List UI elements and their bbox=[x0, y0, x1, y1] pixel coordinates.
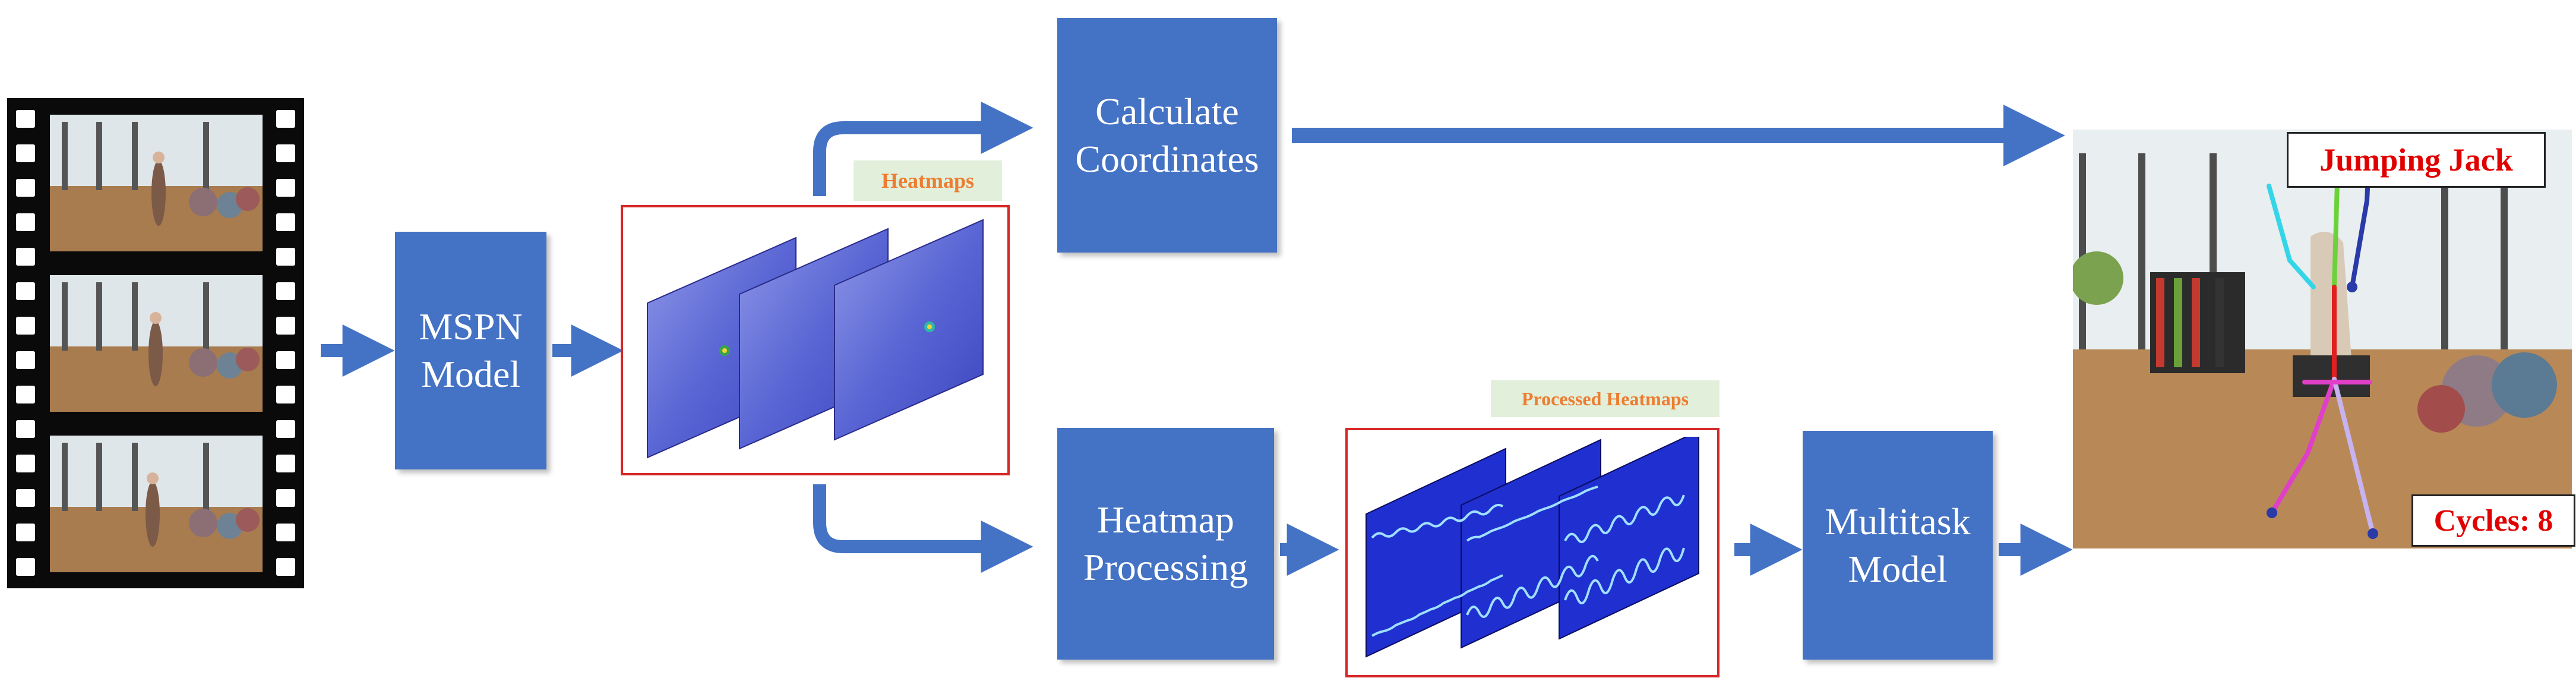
output-frame-image bbox=[2073, 130, 2572, 548]
calculate-coordinates-box: Calculate Coordinates bbox=[1057, 18, 1277, 253]
action-label: Jumping Jack bbox=[2287, 132, 2546, 188]
processed-heatmaps-tag: Processed Heatmaps bbox=[1491, 380, 1720, 417]
mspn-model-box: MSPN Model bbox=[395, 232, 546, 469]
video-film-strip bbox=[7, 98, 304, 588]
heatmaps-tag: Heatmaps bbox=[854, 160, 1002, 201]
arrow-heatmaps-to-calculate bbox=[813, 102, 1033, 196]
heatmap-processing-box: Heatmap Processing bbox=[1057, 428, 1274, 660]
cycles-label: Cycles: 8 bbox=[2411, 494, 2575, 547]
processed-heatmap-stack bbox=[1366, 437, 1699, 658]
multitask-model-box: Multitask Model bbox=[1803, 431, 1993, 660]
video-frame bbox=[50, 275, 263, 412]
heatmap-stack bbox=[647, 219, 984, 459]
arrow-heatmaps-to-processing bbox=[813, 484, 1033, 573]
video-frame bbox=[50, 436, 263, 572]
video-frame bbox=[50, 115, 263, 251]
heatmap-frame bbox=[834, 219, 984, 441]
